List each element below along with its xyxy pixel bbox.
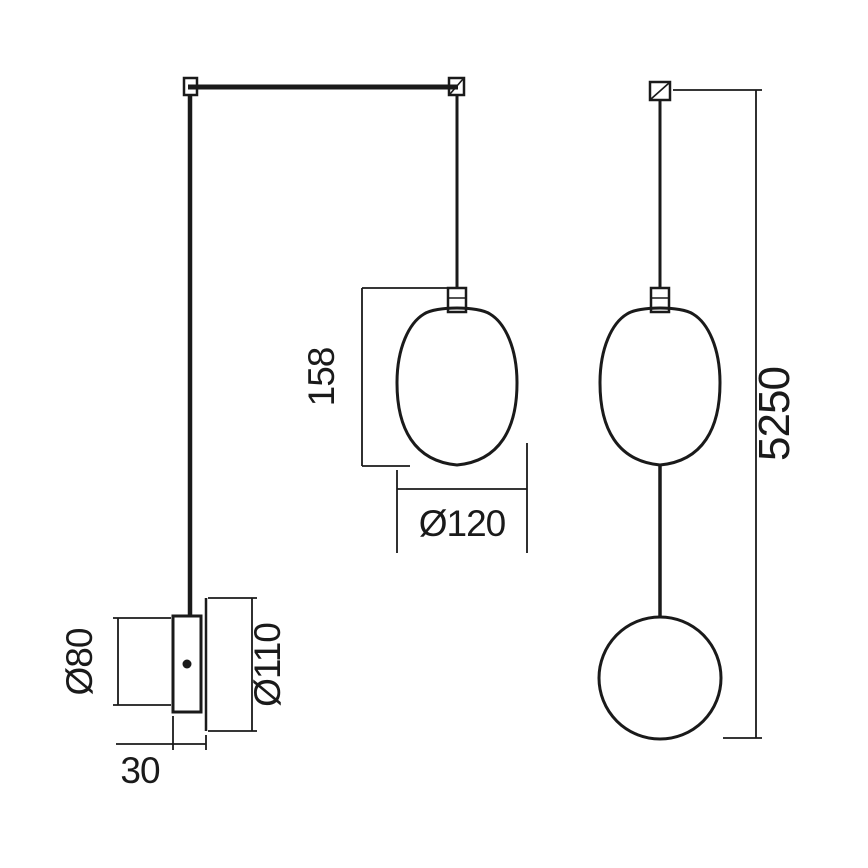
wall-mounted-view: 158 Ø120 Ø80 Ø110 30 xyxy=(59,76,528,791)
lamp-socket-right xyxy=(649,286,671,314)
ceiling-mount-hatch xyxy=(650,82,670,100)
glass-shade-left xyxy=(395,306,519,467)
bracket-depth-label: 30 xyxy=(120,750,160,791)
cable-clamp-hatch xyxy=(449,78,464,95)
dimension-total-drop: 5250 xyxy=(673,89,799,739)
glass-shade-right xyxy=(598,306,722,467)
lamp-socket-left xyxy=(446,286,468,314)
shade-height-label: 158 xyxy=(301,348,342,407)
shade-diameter-label: Ø120 xyxy=(419,503,506,544)
canopy-diameter-label: Ø110 xyxy=(247,623,288,707)
wall-plate-screw xyxy=(182,659,192,669)
dimension-canopy-diameter: Ø110 xyxy=(208,597,288,732)
glass-ball xyxy=(597,615,723,741)
dimension-shade-height: 158 xyxy=(301,287,448,467)
dimension-bracket-diameter: Ø80 xyxy=(59,617,171,706)
pendant-view: 5250 xyxy=(597,80,799,741)
dimension-bracket-depth: 30 xyxy=(116,716,207,791)
wall-plate xyxy=(171,614,203,714)
total-drop-label: 5250 xyxy=(750,367,799,461)
dimension-shade-diameter: Ø120 xyxy=(396,443,528,553)
bracket-diameter-label: Ø80 xyxy=(59,628,100,695)
